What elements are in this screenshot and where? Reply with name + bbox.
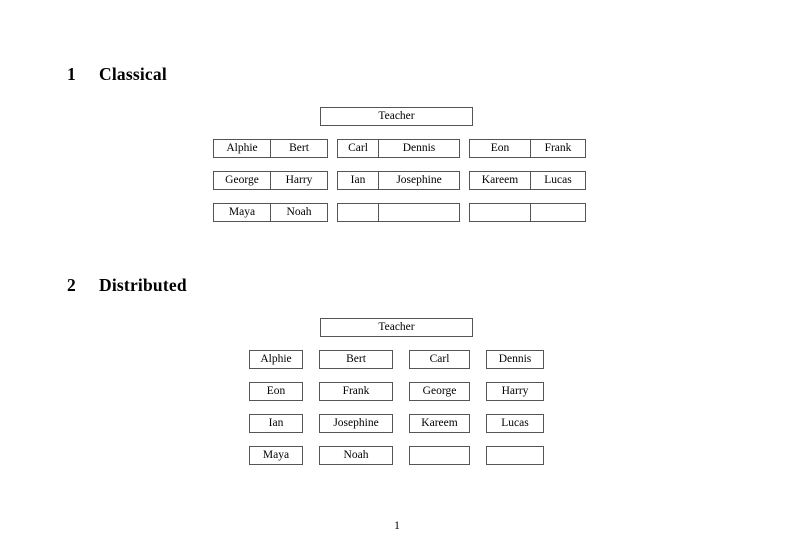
name-cell: Kareem — [469, 171, 531, 190]
table-row: Alphie Bert — [213, 139, 328, 158]
name-cell: Dennis — [486, 350, 544, 369]
table-row: Alphie — [249, 350, 303, 369]
name-cell-empty — [409, 446, 470, 465]
table-row: Josephine — [319, 414, 393, 433]
table-row — [469, 203, 586, 222]
table-row: Teacher — [320, 318, 473, 337]
section-heading-distributed: 2 Distributed — [67, 275, 187, 296]
teacher-cell: Teacher — [320, 318, 473, 337]
name-cell-empty — [486, 446, 544, 465]
distributed-box-r1c4: Dennis — [486, 350, 544, 369]
classical-left-row-1: Alphie Bert — [213, 139, 328, 158]
section-number: 1 — [67, 64, 76, 84]
name-cell: Bert — [270, 139, 328, 158]
table-row: Eon Frank — [469, 139, 586, 158]
name-cell: Harry — [270, 171, 328, 190]
distributed-box-r1c3: Carl — [409, 350, 470, 369]
table-row: Bert — [319, 350, 393, 369]
name-cell: Frank — [530, 139, 586, 158]
distributed-box-r2c4: Harry — [486, 382, 544, 401]
table-row: Frank — [319, 382, 393, 401]
section-number: 2 — [67, 275, 76, 295]
table-row: Teacher — [320, 107, 473, 126]
teacher-cell: Teacher — [320, 107, 473, 126]
classical-left-row-3: Maya Noah — [213, 203, 328, 222]
classical-middle-row-2: Ian Josephine — [337, 171, 460, 190]
name-cell: Ian — [337, 171, 379, 190]
name-cell: Carl — [409, 350, 470, 369]
name-cell: Eon — [249, 382, 303, 401]
name-cell: Frank — [319, 382, 393, 401]
name-cell-empty — [530, 203, 586, 222]
distributed-box-r4c2: Noah — [319, 446, 393, 465]
distributed-box-r3c1: Ian — [249, 414, 303, 433]
name-cell-empty — [337, 203, 379, 222]
table-row: Harry — [486, 382, 544, 401]
table-row: Kareem Lucas — [469, 171, 586, 190]
name-cell: Ian — [249, 414, 303, 433]
distributed-teacher-box: Teacher — [320, 318, 473, 337]
table-row — [486, 446, 544, 465]
distributed-box-r1c1: Alphie — [249, 350, 303, 369]
name-cell: Lucas — [486, 414, 544, 433]
classical-right-row-1: Eon Frank — [469, 139, 586, 158]
distributed-box-r4c3 — [409, 446, 470, 465]
name-cell-empty — [378, 203, 460, 222]
table-row: Maya — [249, 446, 303, 465]
name-cell: Noah — [270, 203, 328, 222]
table-row: Ian — [249, 414, 303, 433]
distributed-box-r3c4: Lucas — [486, 414, 544, 433]
table-row: Ian Josephine — [337, 171, 460, 190]
table-row: Noah — [319, 446, 393, 465]
classical-middle-row-1: Carl Dennis — [337, 139, 460, 158]
name-cell: George — [409, 382, 470, 401]
name-cell: Harry — [486, 382, 544, 401]
table-row — [409, 446, 470, 465]
table-row: Maya Noah — [213, 203, 328, 222]
table-row: Eon — [249, 382, 303, 401]
classical-middle-row-3 — [337, 203, 460, 222]
distributed-box-r2c2: Frank — [319, 382, 393, 401]
page-number: 1 — [394, 520, 400, 532]
table-row: Carl — [409, 350, 470, 369]
table-row: Dennis — [486, 350, 544, 369]
distributed-box-r2c1: Eon — [249, 382, 303, 401]
classical-teacher-box: Teacher — [320, 107, 473, 126]
name-cell: Maya — [249, 446, 303, 465]
name-cell: Josephine — [378, 171, 460, 190]
name-cell: Noah — [319, 446, 393, 465]
name-cell: Bert — [319, 350, 393, 369]
table-row: Kareem — [409, 414, 470, 433]
classical-right-row-3 — [469, 203, 586, 222]
name-cell: Alphie — [213, 139, 271, 158]
name-cell: Maya — [213, 203, 271, 222]
name-cell: George — [213, 171, 271, 190]
section-heading-classical: 1 Classical — [67, 64, 167, 85]
table-row: Lucas — [486, 414, 544, 433]
name-cell-empty — [469, 203, 531, 222]
distributed-box-r3c3: Kareem — [409, 414, 470, 433]
distributed-box-r3c2: Josephine — [319, 414, 393, 433]
table-row: Carl Dennis — [337, 139, 460, 158]
name-cell: Carl — [337, 139, 379, 158]
distributed-box-r4c4 — [486, 446, 544, 465]
name-cell: Dennis — [378, 139, 460, 158]
distributed-box-r4c1: Maya — [249, 446, 303, 465]
section-title: Distributed — [99, 275, 187, 295]
distributed-box-r1c2: Bert — [319, 350, 393, 369]
table-row: George — [409, 382, 470, 401]
name-cell: Josephine — [319, 414, 393, 433]
section-title: Classical — [99, 64, 167, 84]
name-cell: Alphie — [249, 350, 303, 369]
table-row — [337, 203, 460, 222]
name-cell: Lucas — [530, 171, 586, 190]
table-row: George Harry — [213, 171, 328, 190]
classical-left-row-2: George Harry — [213, 171, 328, 190]
name-cell: Eon — [469, 139, 531, 158]
distributed-box-r2c3: George — [409, 382, 470, 401]
classical-right-row-2: Kareem Lucas — [469, 171, 586, 190]
name-cell: Kareem — [409, 414, 470, 433]
